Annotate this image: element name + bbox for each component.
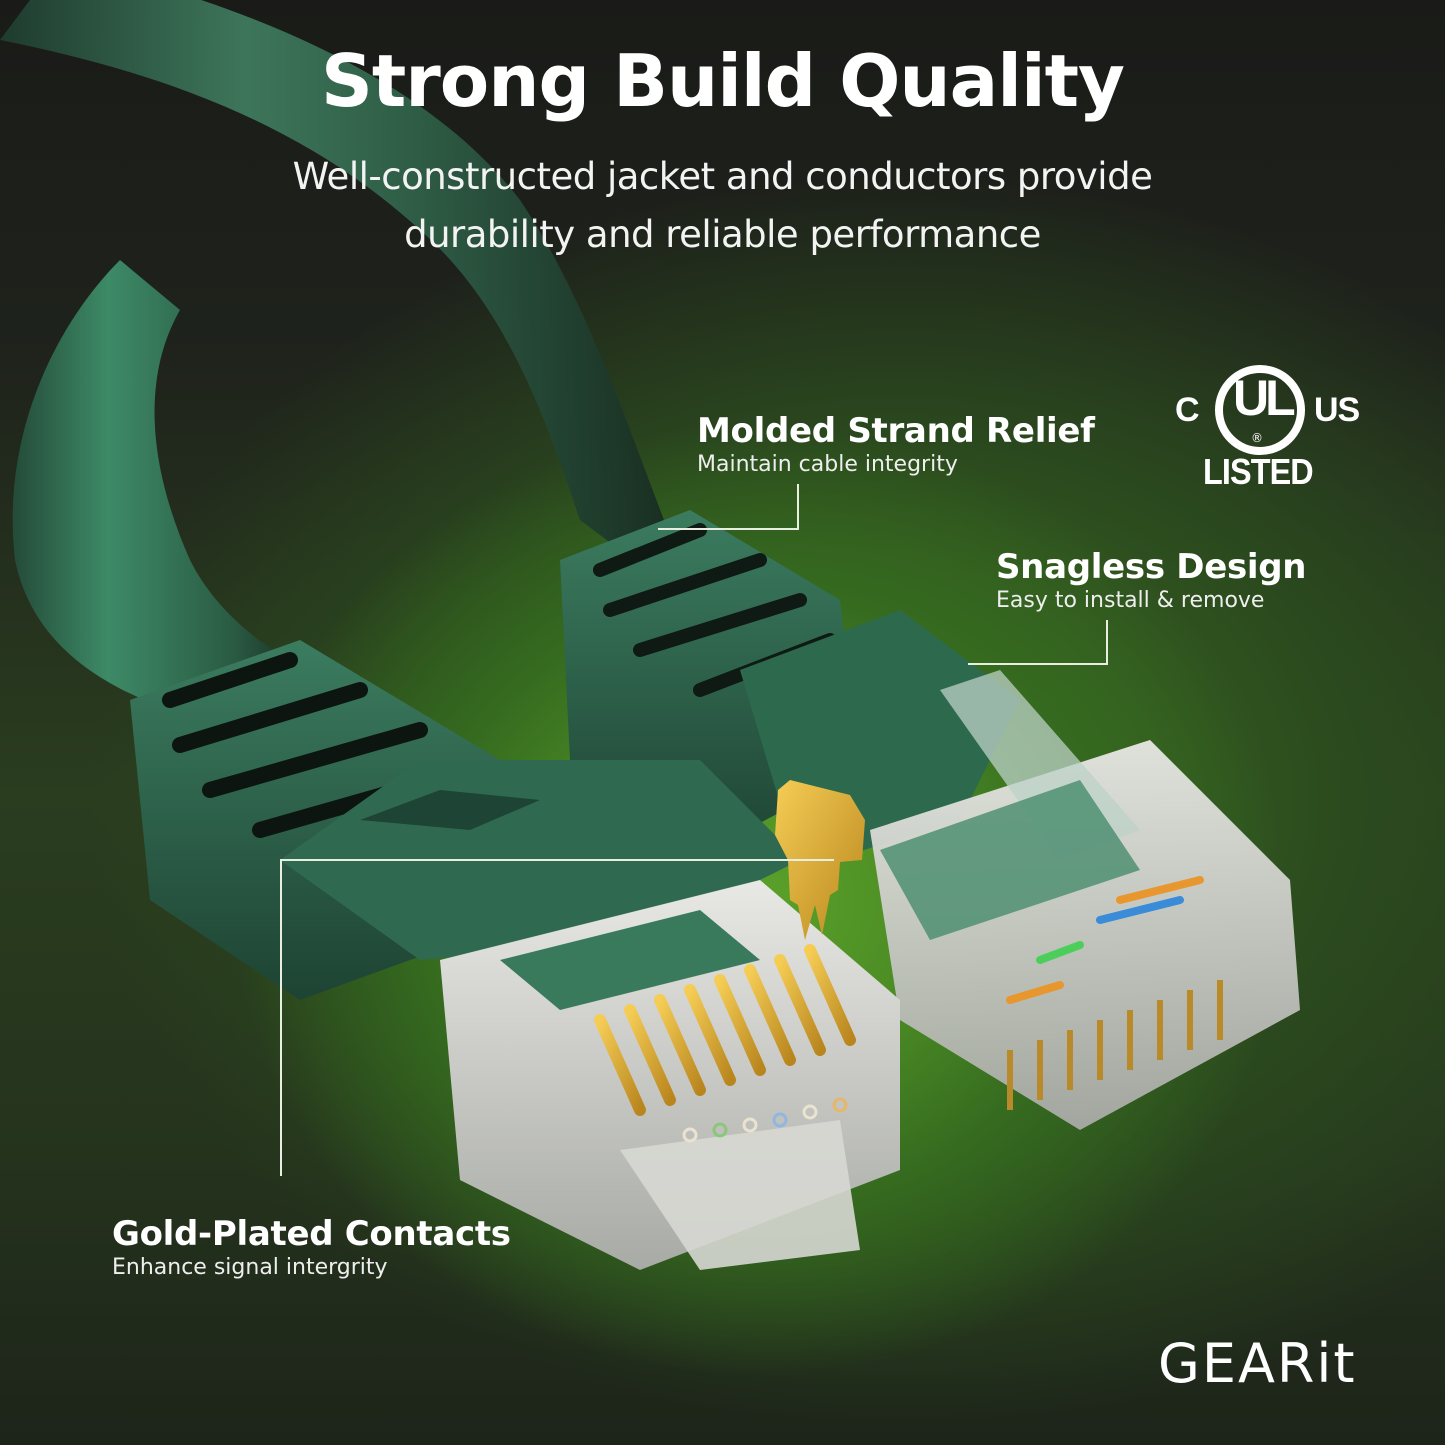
- ul-us-mark: US: [1314, 391, 1360, 429]
- ul-ring: [1215, 365, 1305, 455]
- callout-title: Molded Strand Relief: [697, 411, 1095, 451]
- leader-line-gold: [280, 859, 834, 1176]
- brand-logo: GEARit: [1158, 1332, 1357, 1395]
- leader-line-molded: [658, 484, 799, 530]
- ul-center-mark: UL: [1233, 370, 1296, 426]
- rj45-connector-icon-right: [870, 670, 1300, 1130]
- callout-description: Enhance signal intergrity: [112, 1255, 388, 1280]
- subtitle-line-2: durability and reliable performance: [404, 213, 1041, 256]
- subtitle-line-1: Well-constructed jacket and conductors p…: [292, 155, 1153, 198]
- ul-c-mark: C: [1175, 391, 1200, 429]
- leader-line-snagless: [968, 620, 1108, 665]
- callout-gold-plated-contacts: Gold-Plated Contacts Enhance signal inte…: [112, 1214, 511, 1282]
- callout-title: Snagless Design: [996, 547, 1307, 587]
- callout-snagless-design: Snagless Design Easy to install & remove: [996, 547, 1307, 615]
- callout-description: Maintain cable integrity: [697, 452, 958, 477]
- callout-description: Easy to install & remove: [996, 588, 1265, 613]
- ul-listed-label: LISTED: [1203, 451, 1314, 492]
- page-subtitle: Well-constructed jacket and conductors p…: [0, 148, 1445, 264]
- rj45-connector-icon-front: [440, 880, 900, 1270]
- registered-mark: ®: [1251, 431, 1263, 445]
- callout-title: Gold-Plated Contacts: [112, 1214, 511, 1254]
- callout-molded-strand-relief: Molded Strand Relief Maintain cable inte…: [697, 411, 1095, 479]
- ul-listed-icon: C UL ® US LISTED: [1170, 365, 1370, 495]
- page-title: Strong Build Quality: [321, 39, 1125, 123]
